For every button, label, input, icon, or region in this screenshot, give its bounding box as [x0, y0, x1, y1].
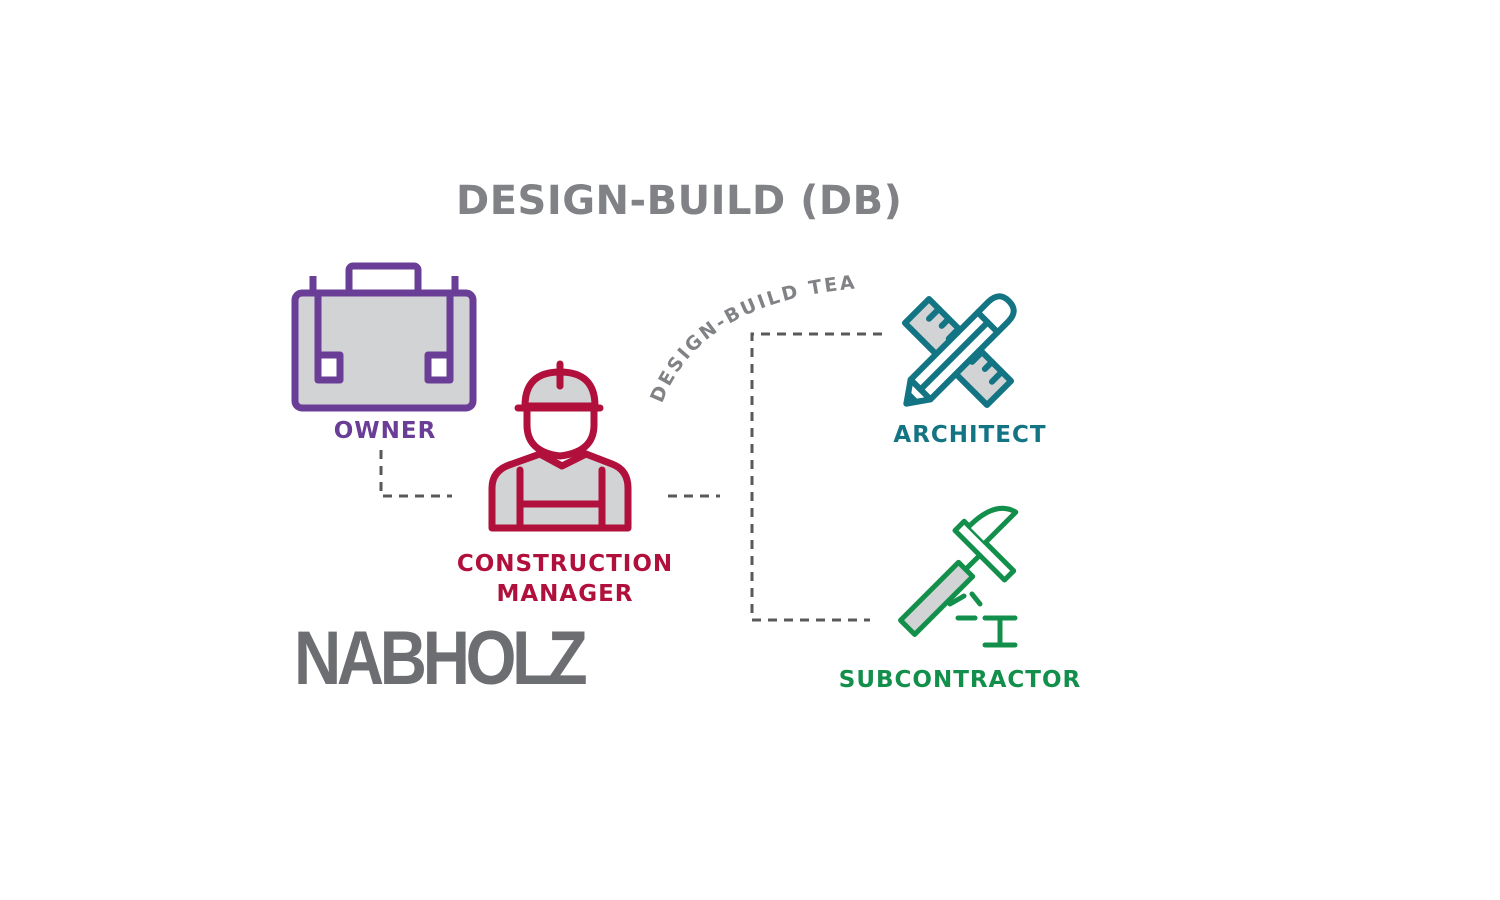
- page-title: DESIGN-BUILD (DB): [456, 178, 903, 224]
- owner-label: OWNER: [333, 418, 437, 444]
- briefcase-icon: [291, 262, 477, 412]
- owner-to-manager-connector: [379, 450, 452, 498]
- hammer-icon: [898, 505, 1019, 648]
- nabholz-logo: NABHOLZ: [294, 616, 588, 701]
- ruler-pencil-icon: [901, 293, 1017, 409]
- subcontractor-label: SUBCONTRACTOR: [838, 667, 1082, 693]
- construction-worker-icon: [488, 360, 632, 532]
- construction-manager-label: CONSTRUCTION MANAGER: [440, 549, 690, 609]
- construction-manager-label-line2: MANAGER: [496, 581, 634, 607]
- construction-manager-label-line1: CONSTRUCTION: [456, 551, 674, 577]
- team-bracket-connector: [750, 332, 882, 622]
- architect-label: ARCHITECT: [893, 422, 1047, 448]
